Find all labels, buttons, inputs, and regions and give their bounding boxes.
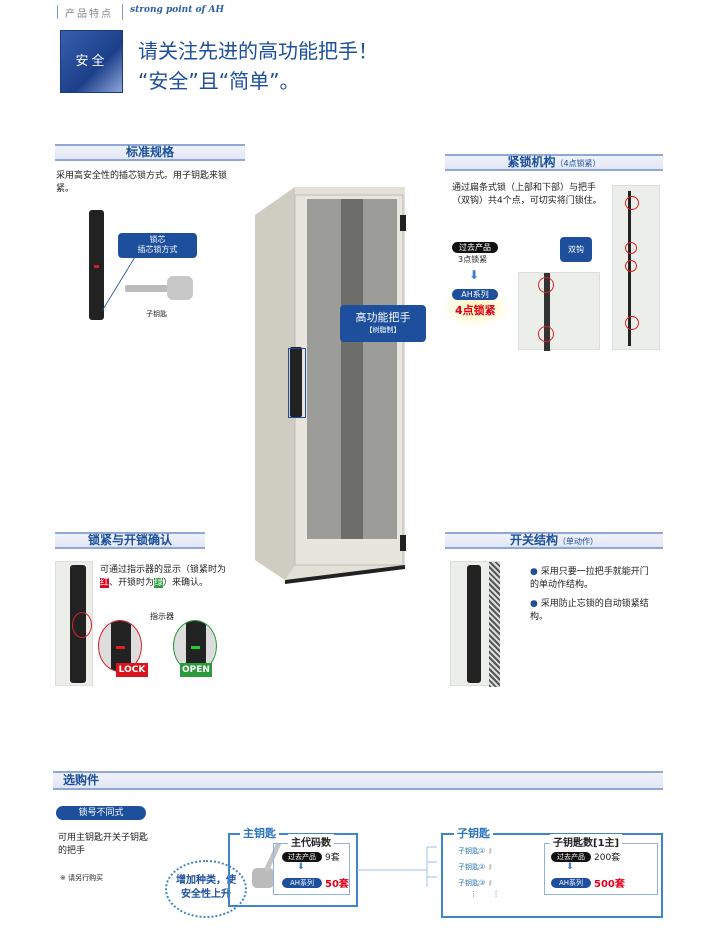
master-past-value: 9套 — [325, 853, 340, 863]
benefit-bubble: 增加种类，使安全性上升 — [165, 860, 247, 918]
bullet-item: ● 采用只要一拉把手就能开门的单动作结构。 — [530, 567, 649, 590]
lock-core-callout: 锁芯插芯锁方式 — [118, 233, 197, 258]
arrow-down-icon: ⬇ — [566, 862, 574, 872]
header-category: 产品特点 — [65, 9, 113, 20]
title-note: （4点锁紧） — [555, 159, 601, 168]
locking-description: 通过扁条式锁（上部和下部）与把手（双钩）共4个点，可切实将门锁住。 — [452, 183, 602, 206]
options-description: 可用主钥匙开关子钥匙的把手 — [58, 833, 149, 856]
section-switch-title: 开关结构（单动作） — [445, 532, 663, 549]
master-key-icon — [252, 868, 274, 888]
highlight-circle — [625, 260, 637, 272]
highlight-circle — [538, 326, 554, 342]
past-product-pill: 过去产品 — [551, 852, 591, 862]
master-ah-value: 50套 — [325, 879, 349, 890]
callout-line: 高功能把手 — [355, 311, 411, 324]
bullet-text: 采用只要一拉把手就能开门的单动作结构。 — [530, 567, 649, 590]
options-note: ※ 请另行购买 — [60, 874, 104, 882]
standard-description: 采用高安全性的插芯锁方式。用子钥匙来锁紧。 — [56, 171, 228, 194]
master-key-title: 主钥匙 — [240, 825, 279, 841]
headline-line-1: 请关注先进的高功能把手！ — [138, 39, 378, 63]
header-divider — [57, 5, 58, 19]
sub-past-value: 200套 — [594, 853, 621, 863]
text: 、开锁时为 — [109, 578, 155, 588]
ah-series-pill: AH系列 — [452, 289, 498, 300]
section-confirm-title: 锁紧与开锁确认 — [55, 532, 205, 549]
headline-line-2: “安全”且“简单”。 — [138, 69, 300, 93]
callout-line: 插芯锁方式 — [137, 245, 178, 254]
hero-headline: 请关注先进的高功能把手！ “安全”且“简单”。 — [138, 36, 378, 96]
bullet-text: 采用防止忘锁的自动锁紧结构。 — [530, 599, 649, 622]
text: ）来确认。 — [163, 578, 209, 588]
highlight-circle — [625, 316, 639, 330]
highlight-circle — [625, 242, 637, 254]
key-head — [167, 276, 193, 300]
switch-bullets: ● 采用只要一拉把手就能开门的单动作结构。 ● 采用防止忘锁的自动锁紧结构。 — [530, 566, 655, 624]
lock-type-pill: 锁号不同式 — [56, 806, 146, 820]
sub-key-label: 子钥匙 — [146, 310, 167, 318]
section-options-title: 选购件 — [53, 771, 663, 790]
highlight-circle — [625, 196, 639, 210]
arrow-down-icon: ⬇ — [297, 862, 305, 872]
header-subtitle: strong point of AH — [130, 5, 224, 15]
connector-lines — [357, 846, 437, 887]
sub-key-item: 子钥匙② ⚷ — [458, 863, 493, 871]
section-locking-title: 紧锁机构（4点锁紧） — [445, 154, 663, 171]
sub-inner-title: 子钥匙数[1主] — [550, 834, 623, 849]
text: 可通过指示器的显示（锁紧时为 — [100, 565, 227, 575]
handle-image — [89, 210, 104, 320]
cabinet-image — [255, 187, 406, 584]
bullet-item: ● 采用防止忘锁的自动锁紧结构。 — [530, 599, 649, 622]
open-badge: OPEN — [180, 663, 212, 677]
past-value: 3点锁紧 — [458, 255, 488, 264]
past-product-pill: 过去产品 — [452, 242, 498, 253]
safety-badge: 安全 — [60, 30, 123, 93]
section-standard-title: 标准规格 — [55, 144, 245, 161]
double-hook-callout: 双钩 — [560, 237, 592, 262]
arrow-down-icon: ⬇ — [469, 268, 480, 282]
lock-detail-image — [518, 272, 600, 351]
highlight-circle — [538, 277, 554, 293]
ah-series-pill: AH系列 — [282, 878, 322, 888]
callout-leader-line — [101, 256, 136, 312]
indicator-highlight — [72, 612, 92, 638]
sub-key-title: 子钥匙 — [454, 825, 493, 841]
title-note: （单动作） — [558, 537, 598, 546]
ah-value: 4点锁紧 — [455, 304, 496, 317]
more-dots: ⋮ ⋮ — [470, 890, 500, 898]
title-text: 开关结构 — [509, 533, 558, 547]
sub-key-item: 子钥匙① ⚷ — [458, 847, 493, 855]
green-word: 绿 — [154, 578, 164, 588]
sub-key-list: 子钥匙① ⚷ 子钥匙② ⚷ 子钥匙③ ⚷ ⋮ ⋮ — [458, 843, 500, 898]
handle-open-image — [450, 561, 500, 687]
sub-key-label: 子钥匙③ — [458, 879, 486, 887]
sub-ah-value: 500套 — [594, 879, 625, 890]
lock-badge: LOCK — [116, 663, 148, 677]
indicator-label: 指示器 — [150, 612, 174, 621]
past-product-pill: 过去产品 — [282, 852, 322, 862]
callout-line: 锁芯 — [149, 235, 166, 244]
key-icon — [125, 285, 170, 292]
sub-key-label: 子钥匙① — [458, 847, 486, 855]
sub-key-item: 子钥匙③ ⚷ — [458, 879, 493, 887]
title-text: 紧锁机构 — [507, 155, 556, 169]
handle-callout: 高功能把手【树脂制】 — [340, 305, 426, 342]
header-divider — [122, 4, 123, 20]
confirm-description: 可通过指示器的显示（锁紧时为红、开锁时为绿）来确认。 — [100, 564, 230, 590]
ah-series-pill: AH系列 — [551, 878, 591, 888]
callout-line: 【树脂制】 — [365, 326, 401, 334]
sub-key-label: 子钥匙② — [458, 863, 486, 871]
red-word: 红 — [100, 578, 110, 588]
master-inner-title: 主代码数 — [288, 834, 334, 849]
handle-highlight — [288, 348, 306, 418]
